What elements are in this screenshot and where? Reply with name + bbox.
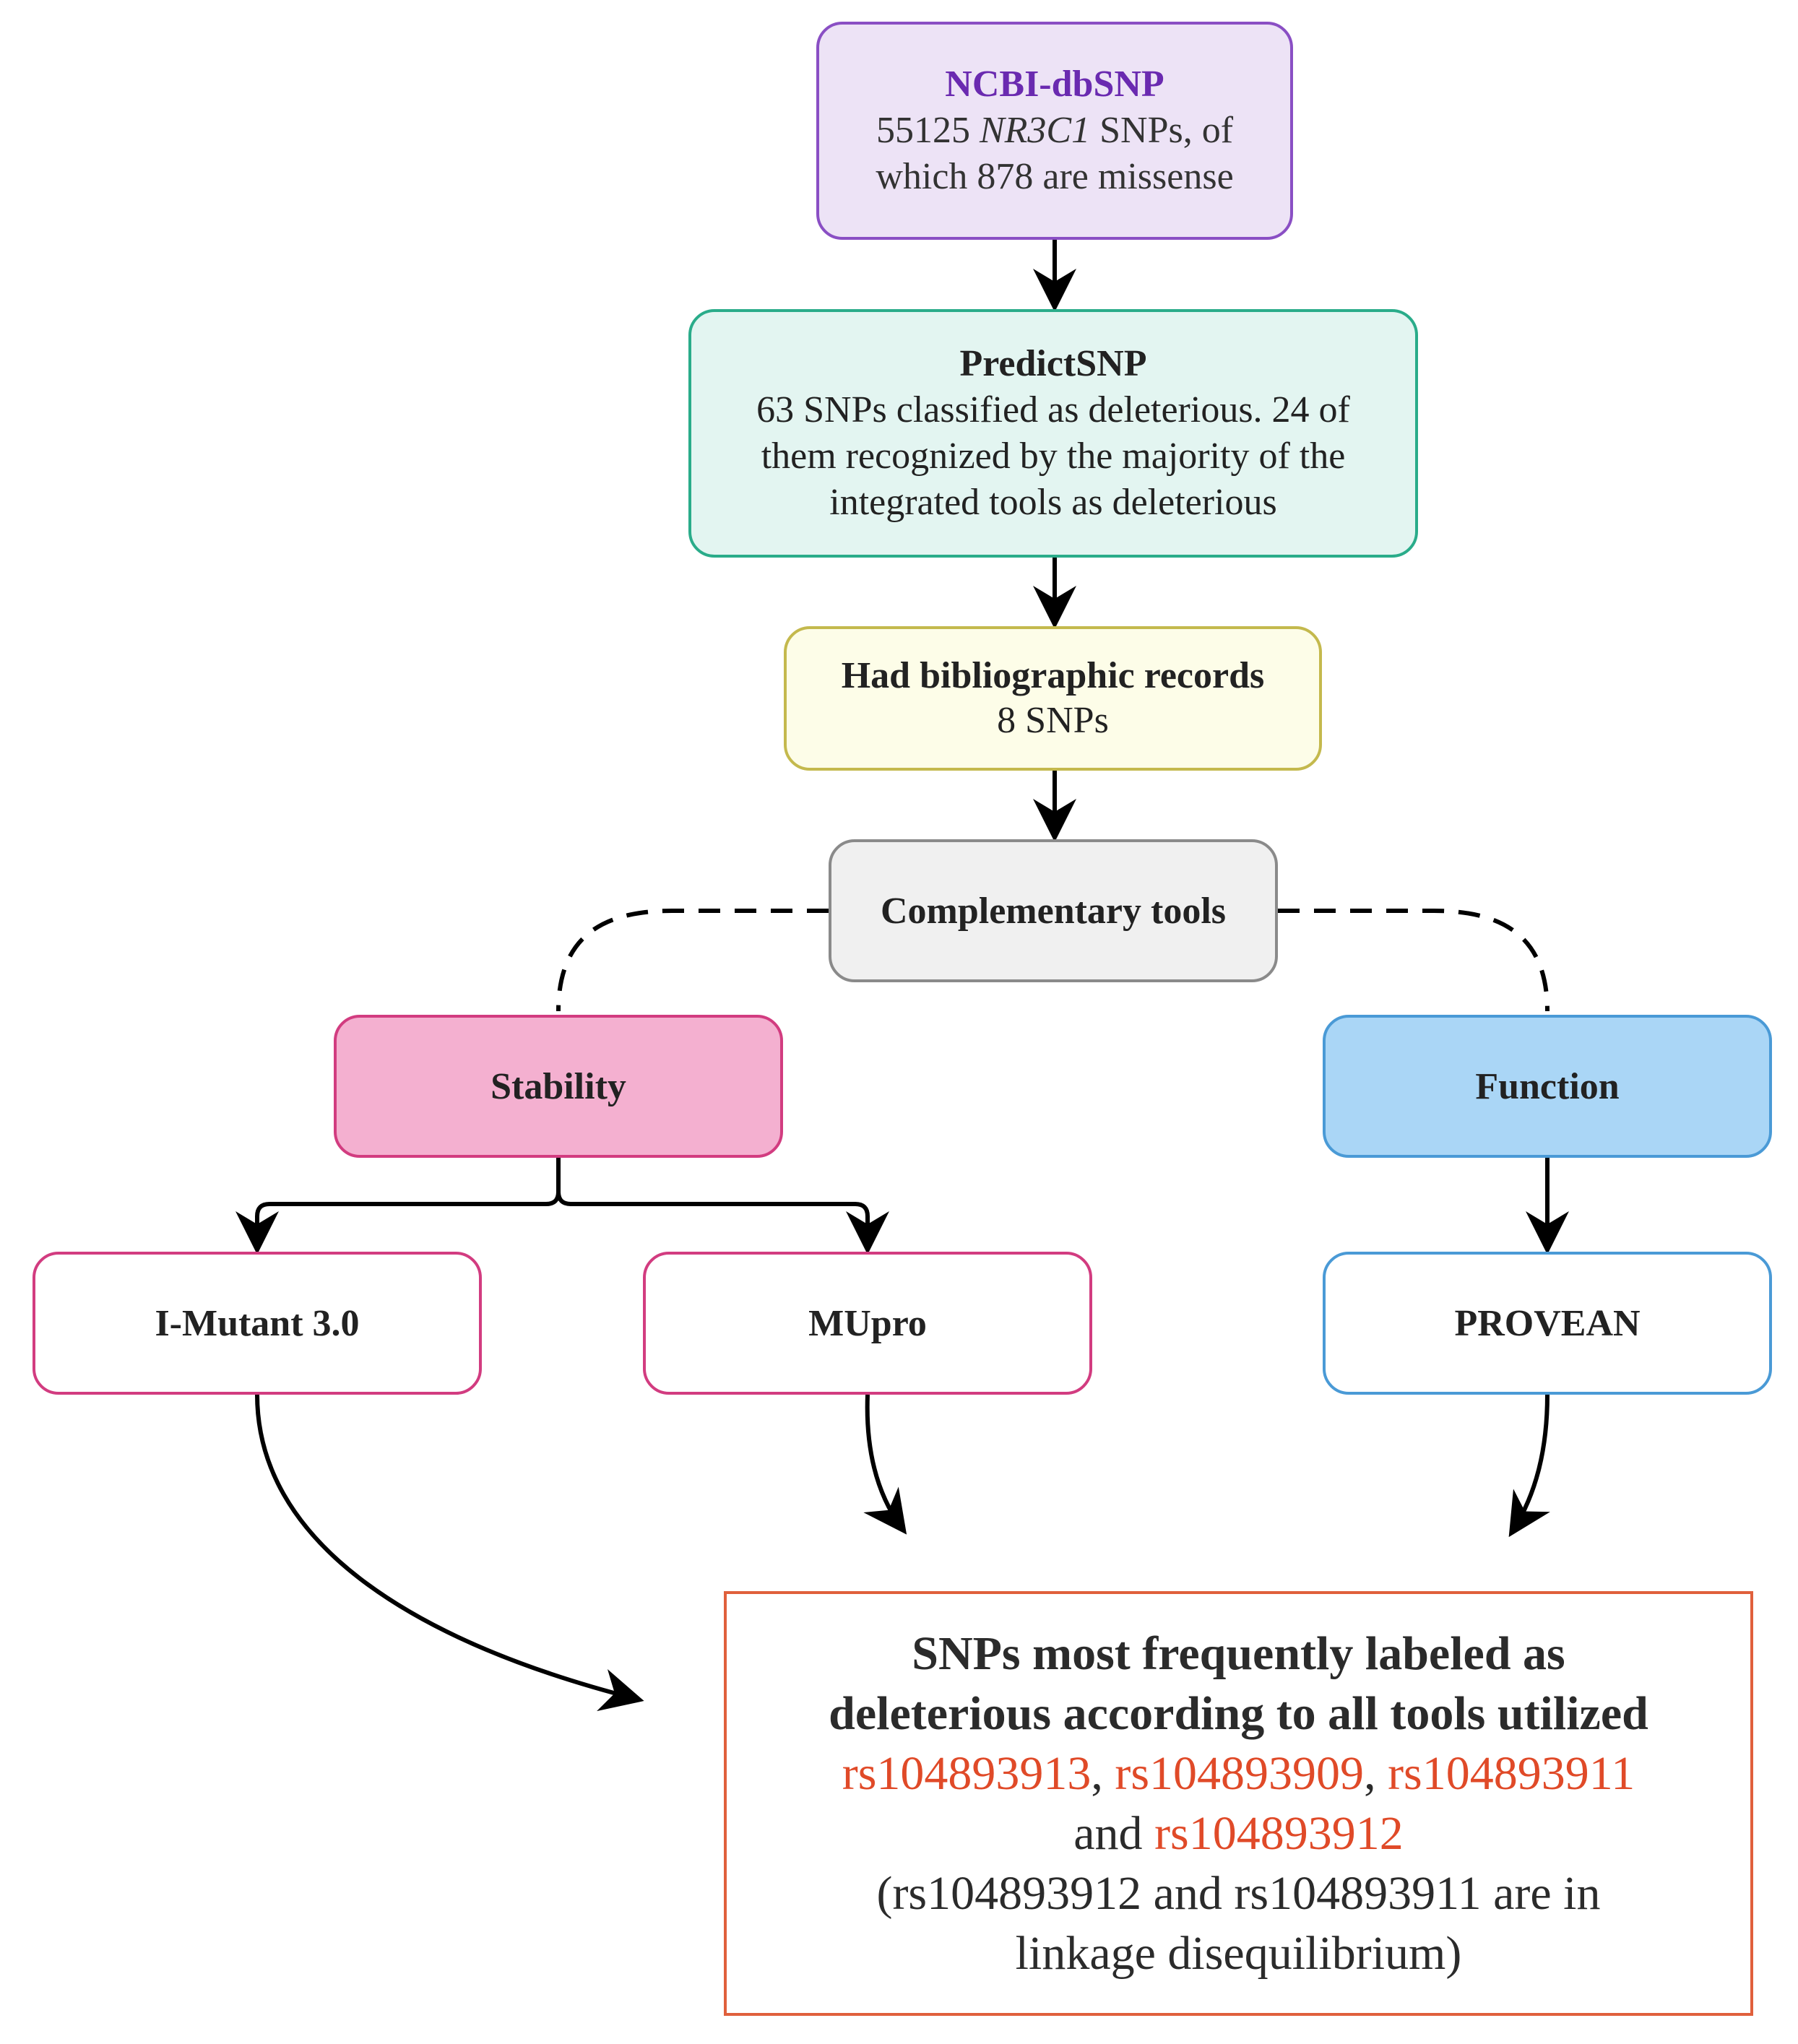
curve-imutant-to-result — [255, 1394, 644, 1712]
predictsnp-box: PredictSNP 63 SNPs classified as deleter… — [688, 309, 1418, 558]
complementary-tools-box: Complementary tools — [829, 839, 1278, 982]
ncbi-gene: NR3C1 — [979, 110, 1091, 151]
result-title-line-1: SNPs most frequently labeled as — [912, 1627, 1565, 1680]
result-and-text: and — [1073, 1807, 1155, 1860]
imutant-label: I-Mutant 3.0 — [155, 1302, 360, 1344]
stability-label: Stability — [490, 1065, 626, 1107]
complementary-label: Complementary tools — [880, 890, 1227, 932]
predict-line-1: 63 SNPs classified as deleterious. 24 of — [756, 389, 1350, 430]
predict-title: PredictSNP — [959, 343, 1147, 384]
bibliographic-records-box: Had bibliographic records 8 SNPs — [784, 626, 1322, 771]
result-snp-line: rs104893913, rs104893909, rs104893911 — [842, 1744, 1635, 1803]
imutant-box: I-Mutant 3.0 — [33, 1252, 482, 1395]
provean-label: PROVEAN — [1454, 1302, 1641, 1344]
result-note-line-1: (rs104893912 and rs104893911 are in — [876, 1867, 1601, 1920]
ncbi-line-1-tail: SNPs, of — [1099, 110, 1234, 151]
ncbi-line-1: 55125 NR3C1 SNPs, of — [876, 108, 1233, 154]
snp-rs104893913: rs104893913 — [842, 1747, 1092, 1800]
stability-box: Stability — [334, 1015, 783, 1158]
ncbi-dbsnp-box: NCBI-dbSNP 55125 NR3C1 SNPs, of which 87… — [816, 22, 1293, 240]
dashed-link-complementary-stability — [556, 909, 829, 1012]
arrow-stability-to-imutant — [235, 1158, 561, 1255]
result-note-line-2: linkage disequilibrium) — [1015, 1927, 1462, 1980]
ncbi-count: 55125 — [876, 110, 970, 151]
snp-separator-1: , — [1091, 1747, 1115, 1800]
curve-mupro-to-result — [863, 1394, 907, 1535]
snp-separator-2: , — [1364, 1747, 1388, 1800]
snp-rs104893911: rs104893911 — [1388, 1747, 1635, 1800]
predict-line-3: integrated tools as deleterious — [829, 482, 1277, 523]
function-box: Function — [1323, 1015, 1772, 1158]
arrow-stability-to-mupro — [556, 1191, 889, 1255]
predict-line-2: them recognized by the majority of the — [761, 436, 1346, 477]
provean-box: PROVEAN — [1323, 1252, 1772, 1395]
result-box: SNPs most frequently labeled as deleteri… — [724, 1591, 1753, 2016]
curve-provean-to-result — [1508, 1394, 1550, 1538]
mupro-label: MUpro — [808, 1302, 927, 1344]
ncbi-title: NCBI-dbSNP — [945, 64, 1164, 105]
ncbi-line-2: which 878 are missense — [876, 156, 1234, 197]
result-title-line-2: deleterious according to all tools utili… — [829, 1687, 1648, 1740]
result-and-line: and rs104893912 — [1073, 1803, 1403, 1863]
function-label: Function — [1475, 1065, 1620, 1107]
biblio-count: 8 SNPs — [997, 700, 1109, 741]
dashed-link-complementary-function — [1278, 909, 1550, 1012]
mupro-box: MUpro — [643, 1252, 1092, 1395]
snp-rs104893909: rs104893909 — [1115, 1747, 1365, 1800]
snp-rs104893912: rs104893912 — [1154, 1807, 1404, 1860]
biblio-title: Had bibliographic records — [841, 655, 1265, 696]
